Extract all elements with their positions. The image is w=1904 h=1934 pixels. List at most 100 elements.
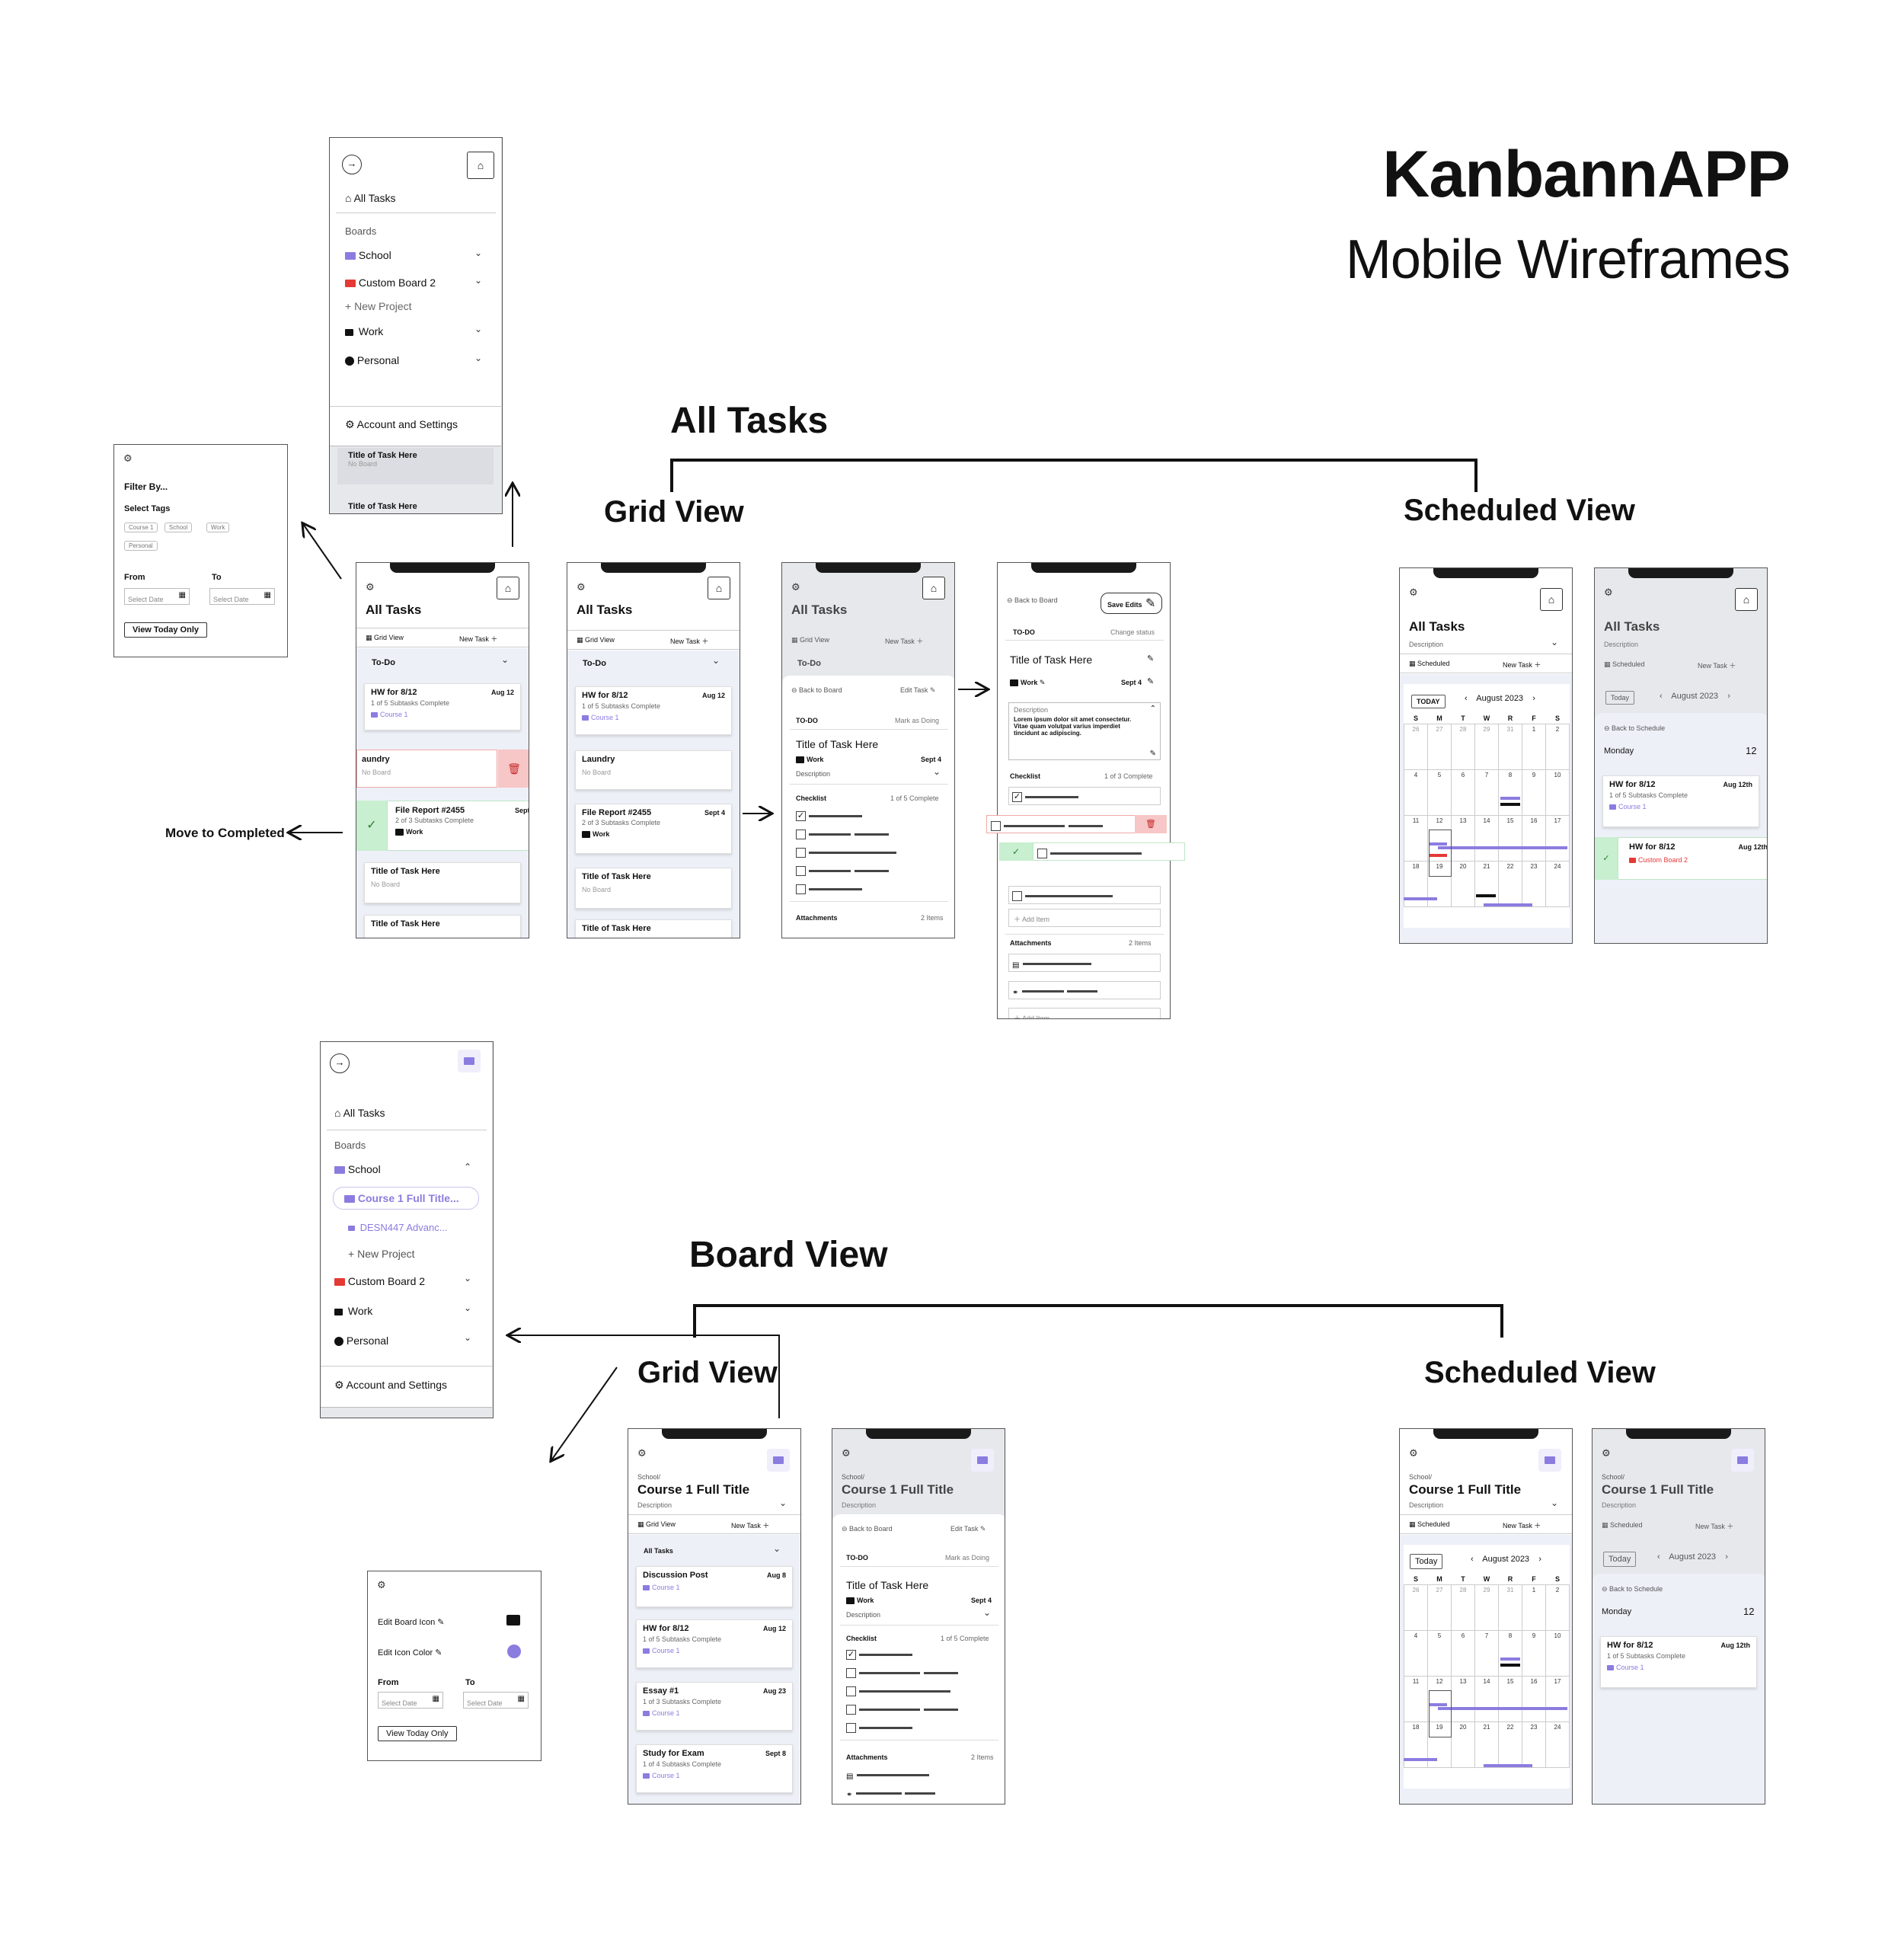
menu-new-project[interactable]: + New Project	[348, 1248, 415, 1260]
calendar-day[interactable]: 29	[1474, 723, 1499, 770]
calendar-day[interactable]: 16	[1522, 1675, 1546, 1722]
scheduled-view-button[interactable]: ▦ Scheduled	[1409, 660, 1450, 667]
description-toggle[interactable]: Description	[846, 1611, 881, 1619]
calendar-day[interactable]: 26	[1404, 723, 1428, 770]
checkbox[interactable]	[796, 866, 806, 877]
new-task-button[interactable]: New Task ＋	[459, 635, 498, 643]
new-task-button[interactable]: New Task ＋	[1503, 661, 1541, 669]
menu-account-settings[interactable]: ⚙ Account and Settings	[334, 1379, 447, 1391]
calendar-day[interactable]: 7	[1474, 1629, 1499, 1677]
chevron-down-icon[interactable]: ⌄	[933, 766, 941, 777]
calendar-day[interactable]: 5	[1427, 769, 1452, 816]
collapse-arrow-icon[interactable]: →	[342, 155, 362, 174]
calendar-day[interactable]: 21	[1474, 1721, 1499, 1768]
status-dropdown[interactable]: To-Do	[797, 659, 821, 668]
add-attachment[interactable]: ＋ Add Item	[1008, 1008, 1161, 1018]
view-today-button[interactable]: View Today Only	[124, 622, 208, 638]
scheduled-view-button[interactable]: ▦ Scheduled	[1409, 1520, 1450, 1528]
board-icon[interactable]	[971, 1449, 994, 1472]
gear-icon[interactable]: ⚙	[1602, 1447, 1611, 1459]
check-icon[interactable]: ✓	[1595, 837, 1618, 880]
from-date-input[interactable]: Select Date▦	[378, 1692, 443, 1709]
new-task-button[interactable]: New Task ＋	[1695, 1523, 1734, 1530]
calendar-day[interactable]: 9	[1522, 769, 1546, 816]
collapse-arrow-icon[interactable]: →	[330, 1053, 350, 1073]
calendar-day[interactable]: 17	[1545, 814, 1570, 862]
chevron-down-icon[interactable]: ⌄	[1551, 1498, 1559, 1508]
calendar-day[interactable]: 8	[1498, 769, 1522, 816]
check-icon[interactable]: ✓	[356, 801, 387, 851]
check-icon[interactable]: ✓	[999, 842, 1033, 861]
month-nav[interactable]: ‹ August 2023 ›	[1465, 694, 1535, 703]
chevron-down-icon[interactable]: ⌄	[474, 353, 483, 363]
color-swatch[interactable]	[507, 1645, 521, 1658]
status-dropdown[interactable]: All Tasks	[644, 1547, 673, 1555]
menu-board-custom[interactable]: Custom Board 2	[334, 1275, 425, 1287]
task-title-input[interactable]: Title of Task Here	[1010, 654, 1093, 666]
grid-view-button[interactable]: ▦ Grid View	[637, 1520, 676, 1528]
gear-icon[interactable]: ⚙	[377, 1579, 386, 1590]
task-card[interactable]: Title of Task Here	[575, 919, 732, 938]
calendar-day[interactable]: 13	[1451, 1675, 1475, 1722]
calendar-day[interactable]: 15	[1498, 1675, 1522, 1722]
today-button[interactable]: Today	[1605, 691, 1635, 705]
chevron-down-icon[interactable]: ⌄	[779, 1498, 787, 1508]
back-to-schedule-link[interactable]: ⊖ Back to Schedule	[1604, 724, 1666, 732]
chevron-down-icon[interactable]: ⌄	[464, 1303, 472, 1313]
home-icon[interactable]: ⌂	[1735, 588, 1758, 611]
checkbox[interactable]: ✓	[796, 811, 806, 822]
month-nav[interactable]: ‹ August 2023 ›	[1471, 1555, 1541, 1564]
calendar-day[interactable]: 22	[1498, 1721, 1522, 1768]
back-to-board-link[interactable]: ⊖ Back to Board	[1007, 596, 1058, 604]
checklist-item-swiped[interactable]	[1033, 842, 1185, 861]
checkbox[interactable]: ✓	[846, 1650, 856, 1661]
calendar-day[interactable]: 2	[1545, 723, 1570, 770]
chevron-up-icon[interactable]: ⌃	[1149, 705, 1156, 713]
tag-school[interactable]: School	[164, 523, 193, 532]
calendar-day[interactable]: 22	[1498, 860, 1522, 907]
calendar-day[interactable]: 17	[1545, 1675, 1570, 1722]
board-icon[interactable]	[1731, 1449, 1754, 1472]
gear-icon[interactable]: ⚙	[123, 452, 133, 464]
view-today-button[interactable]: View Today Only	[378, 1726, 457, 1741]
checkbox[interactable]	[846, 1705, 856, 1715]
menu-board-school[interactable]: School	[334, 1163, 381, 1175]
menu-board-custom[interactable]: Custom Board 2	[345, 277, 436, 289]
calendar-day[interactable]: 23	[1522, 1721, 1546, 1768]
chevron-down-icon[interactable]: ⌄	[464, 1332, 472, 1343]
menu-board-work[interactable]: Work	[345, 325, 383, 337]
calendar-day[interactable]: 6	[1451, 769, 1475, 816]
status-dropdown[interactable]: To-Do	[583, 659, 606, 668]
month-nav[interactable]: ‹ August 2023 ›	[1657, 1552, 1728, 1562]
calendar-day[interactable]: 15	[1498, 814, 1522, 862]
calendar-day[interactable]: 11	[1404, 1675, 1428, 1722]
gear-icon[interactable]: ⚙	[366, 581, 375, 593]
calendar-day[interactable]: 10	[1545, 769, 1570, 816]
grid-view-button[interactable]: ▦ Grid View	[366, 634, 404, 641]
edit-task-link[interactable]: Edit Task ✎	[950, 1525, 986, 1533]
menu-account-settings[interactable]: ⚙ Account and Settings	[345, 418, 458, 430]
description-toggle[interactable]: Description	[796, 770, 831, 778]
description-toggle[interactable]: Description	[1409, 1501, 1444, 1509]
today-button[interactable]: Today	[1410, 1554, 1443, 1569]
menu-board-work[interactable]: Work	[334, 1305, 372, 1317]
checkbox[interactable]	[846, 1686, 856, 1697]
calendar-day[interactable]: 31	[1498, 723, 1522, 770]
calendar-day[interactable]: 10	[1545, 1629, 1570, 1677]
gear-icon[interactable]: ⚙	[791, 581, 800, 593]
back-to-board-link[interactable]: ⊖ Back to Board	[791, 686, 842, 694]
description-toggle[interactable]: Description	[637, 1501, 672, 1509]
gear-icon[interactable]: ⚙	[637, 1447, 647, 1459]
add-checklist-item[interactable]: ＋ Add Item	[1008, 909, 1161, 927]
home-icon[interactable]: ⌂	[497, 577, 519, 599]
mark-doing-link[interactable]: Mark as Doing	[895, 717, 940, 724]
gear-icon[interactable]: ⚙	[1604, 587, 1613, 598]
chevron-down-icon[interactable]: ⌄	[1551, 637, 1559, 647]
tag-work[interactable]: Work	[206, 523, 230, 532]
attachment-link[interactable]: ⚭	[1008, 981, 1161, 999]
